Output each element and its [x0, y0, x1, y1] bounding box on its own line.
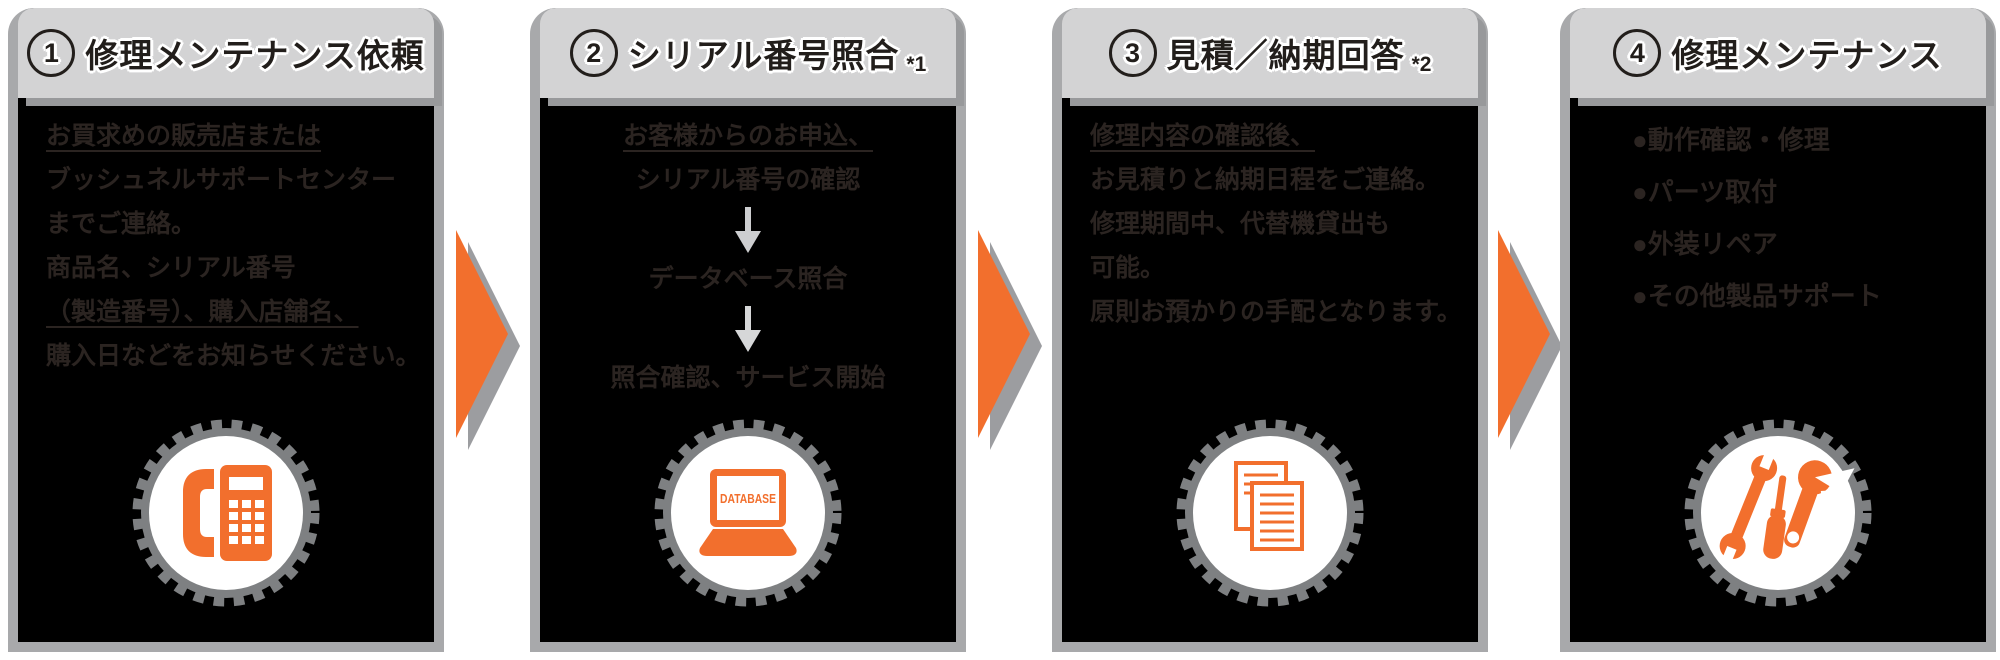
flow-arrow-right-icon: [1496, 228, 1576, 464]
step2-header: 2 シリアル番号照合 *1: [540, 8, 956, 98]
step-card-1: 1 修理メンテナンス依頼 お買求めの販売店または ブッシュネルサポートセンター …: [8, 8, 444, 652]
step-card-3: 3 見積／納期回答 *2 修理内容の確認後、 お見積りと納期日程をご連絡。 修理…: [1052, 8, 1488, 652]
step3-body: 修理内容の確認後、 お見積りと納期日程をご連絡。 修理期間中、代替機貸出も 可能…: [1062, 98, 1478, 642]
step2-title: シリアル番号照合: [627, 37, 900, 74]
step4-bullet: ●外装リペア: [1632, 229, 1778, 259]
step4-bullet: ●その他製品サポート: [1632, 281, 1882, 311]
step1-line: 商品名、シリアル番号: [46, 254, 296, 282]
step1-header: 1 修理メンテナンス依頼: [18, 8, 434, 98]
phone-icon: [131, 418, 321, 608]
step1-number-badge: 1: [27, 29, 76, 77]
down-arrow-icon: [735, 207, 761, 253]
documents-icon: [1175, 418, 1365, 608]
step2-flow-line: シリアル番号の確認: [635, 166, 861, 194]
step1-body: お買求めの販売店または ブッシュネルサポートセンター までご連絡。 商品名、シリ…: [18, 98, 434, 642]
step1-line: ブッシュネルサポートセンター: [46, 166, 397, 194]
step4-number-badge: 4: [1613, 29, 1662, 77]
step3-title: 見積／納期回答: [1166, 37, 1405, 74]
step2-body: お客様からのお申込、 シリアル番号の確認 データベース照合 照合確認、サービス開…: [540, 98, 956, 642]
tools-icon: [1683, 418, 1873, 608]
step4-title: 修理メンテナンス: [1671, 37, 1943, 74]
step2-flow-line: 照合確認、サービス開始: [610, 364, 886, 392]
step2-number-badge: 2: [569, 29, 618, 77]
step3-line: お見積りと納期日程をご連絡。: [1090, 166, 1441, 194]
step3-line: 修理期間中、代替機貸出も: [1090, 210, 1391, 238]
step4-bullet: ●動作確認・修理: [1632, 125, 1830, 155]
database-screen-label: DATABASE: [720, 491, 776, 506]
step4-body: ●動作確認・修理 ●パーツ取付 ●外装リペア ●その他製品サポート: [1570, 98, 1986, 642]
step3-header: 3 見積／納期回答 *2: [1062, 8, 1478, 98]
step2-flow-line: データベース照合: [648, 265, 848, 293]
step1-line: までご連絡。: [46, 210, 197, 238]
flow-arrow-right-icon: [454, 228, 534, 464]
step3-number-badge: 3: [1108, 29, 1157, 77]
step-card-2: 2 シリアル番号照合 *1 お客様からのお申込、 シリアル番号の確認 データベー…: [530, 8, 966, 652]
step1-line: （製造番号）、購入店舗名、: [46, 298, 359, 326]
step3-line: 可能。: [1090, 254, 1166, 282]
step1-line: お買求めの販売店または: [46, 122, 322, 150]
step3-footnote: *2: [1411, 53, 1432, 76]
step2-footnote: *1: [906, 53, 927, 76]
step-card-4: 4 修理メンテナンス ●動作確認・修理 ●パーツ取付 ●外装リペア ●その他製品…: [1560, 8, 1996, 652]
step4-header: 4 修理メンテナンス: [1570, 8, 1986, 98]
step3-line: 原則お預かりの手配となります。: [1090, 298, 1462, 326]
step1-line: 購入日などをお知らせください。: [46, 342, 421, 370]
flow-arrow-right-icon: [976, 228, 1056, 464]
down-arrow-icon: [735, 306, 761, 352]
step2-flow-line: お客様からのお申込、: [622, 122, 873, 150]
database-laptop-icon: DATABASE: [653, 418, 843, 608]
step3-line: 修理内容の確認後、: [1090, 122, 1316, 150]
step4-bullet: ●パーツ取付: [1632, 177, 1778, 207]
step1-title: 修理メンテナンス依頼: [85, 37, 425, 74]
